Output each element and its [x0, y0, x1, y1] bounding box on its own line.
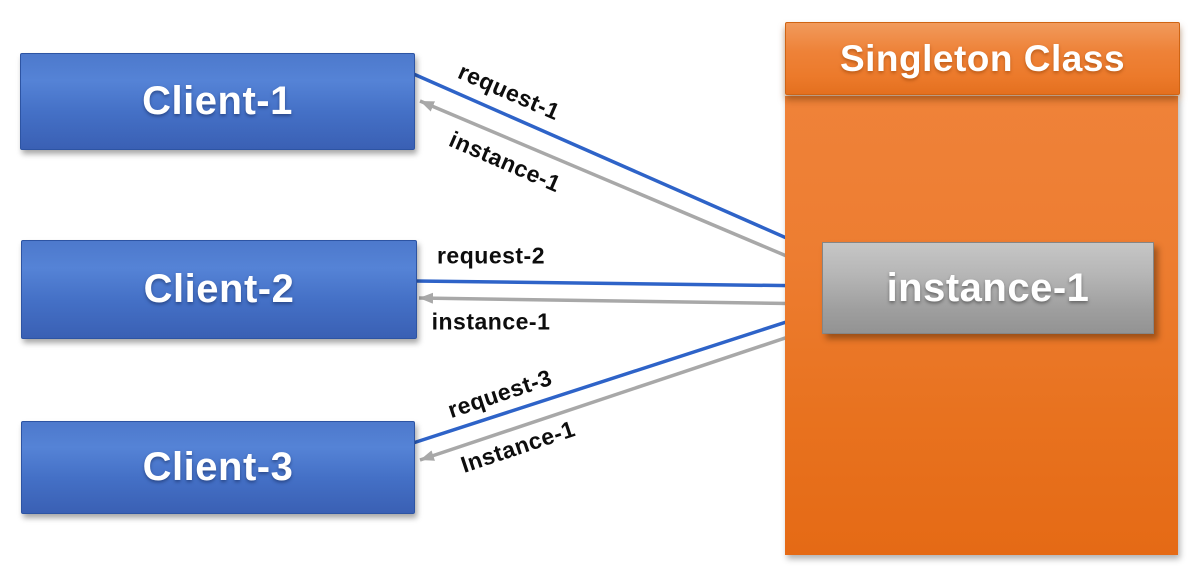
request-1-label: request-1: [454, 58, 564, 126]
request-3-label: request-3: [444, 364, 556, 423]
client-3-box: Client-3: [21, 421, 415, 514]
client-1-label: Client-1: [142, 79, 293, 123]
request-2-label: request-2: [436, 242, 546, 269]
client-3-label: Client-3: [142, 445, 294, 489]
instance-return-label-2: instance-1: [431, 308, 551, 335]
client-2-label: Client-2: [143, 267, 295, 311]
request-2-arrow: [414, 279, 819, 292]
instance-return-label-1: instance-1: [445, 125, 565, 198]
singleton-class-title: Singleton Class: [839, 37, 1126, 79]
client-2-box: Client-2: [21, 240, 417, 339]
instance-return-label-3: Instance-1: [457, 415, 579, 478]
client-1-box: Client-1: [20, 53, 415, 150]
instance-box-label: instance-1: [886, 265, 1090, 310]
instance-return-arrow-2: [418, 292, 825, 306]
singleton-class-header: Singleton Class: [785, 22, 1180, 95]
instance-box: instance-1: [822, 242, 1154, 334]
